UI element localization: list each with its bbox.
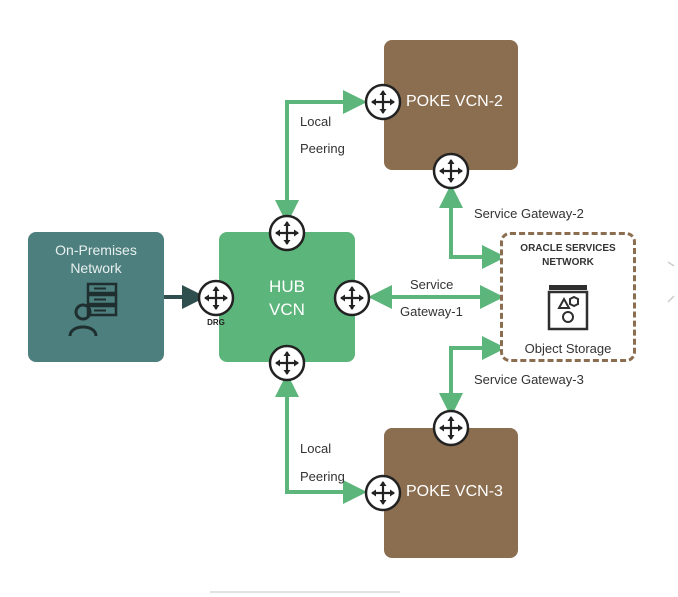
poke-vcn-3-label: POKE VCN-3 (406, 483, 503, 500)
onprem-network-box: On-Premises Network (28, 232, 164, 362)
service-gateway-2-label: Service Gateway-2 (474, 206, 584, 221)
object-storage-icon (547, 285, 589, 331)
poke-vcn-2-box: POKE VCN-2 (384, 40, 518, 170)
local-peering-bottom-label-2: Peering (300, 469, 345, 484)
osn-title-line2: NETWORK (542, 257, 594, 268)
service-gateway-1-label-2: Gateway-1 (400, 304, 463, 319)
hub-title-line1: HUB (269, 277, 305, 296)
local-peering-top-connector (275, 90, 367, 224)
hub-title-line2: VCN (269, 300, 305, 319)
router-icon (432, 152, 470, 190)
onprem-title-line2: Network (70, 260, 122, 276)
onprem-title-line1: On-Premises (55, 242, 137, 258)
router-icon (268, 214, 306, 252)
object-storage-label: Object Storage (524, 341, 612, 356)
local-peering-bottom-connector (275, 373, 367, 504)
local-peering-top-label-2: Peering (300, 141, 345, 156)
service-gateway-1-label-1: Service (410, 277, 454, 292)
server-user-icon (68, 282, 118, 337)
hub-vcn-box: HUB VCN (219, 232, 355, 362)
poke-vcn-2-label: POKE VCN-2 (406, 93, 503, 110)
drg-router-icon (197, 279, 235, 317)
oracle-services-network-box: ORACLE SERVICES NETWORK Object Storage (500, 232, 636, 362)
poke-vcn-3-box: POKE VCN-3 (384, 428, 518, 558)
router-icon (364, 83, 402, 121)
edge-marks (667, 261, 675, 303)
router-icon (333, 279, 371, 317)
service-gateway-3-connector (439, 336, 506, 417)
local-peering-bottom-label-1: Local (300, 441, 332, 456)
osn-title-line1: ORACLE SERVICES (520, 243, 616, 254)
drg-label: DRG (207, 318, 225, 327)
router-icon (432, 409, 470, 447)
router-icon (268, 344, 306, 382)
local-peering-top-label-1: Local (300, 114, 332, 129)
service-gateway-3-label: Service Gateway-3 (474, 372, 584, 387)
service-gateway-2-connector (439, 184, 506, 269)
router-icon (364, 474, 402, 512)
